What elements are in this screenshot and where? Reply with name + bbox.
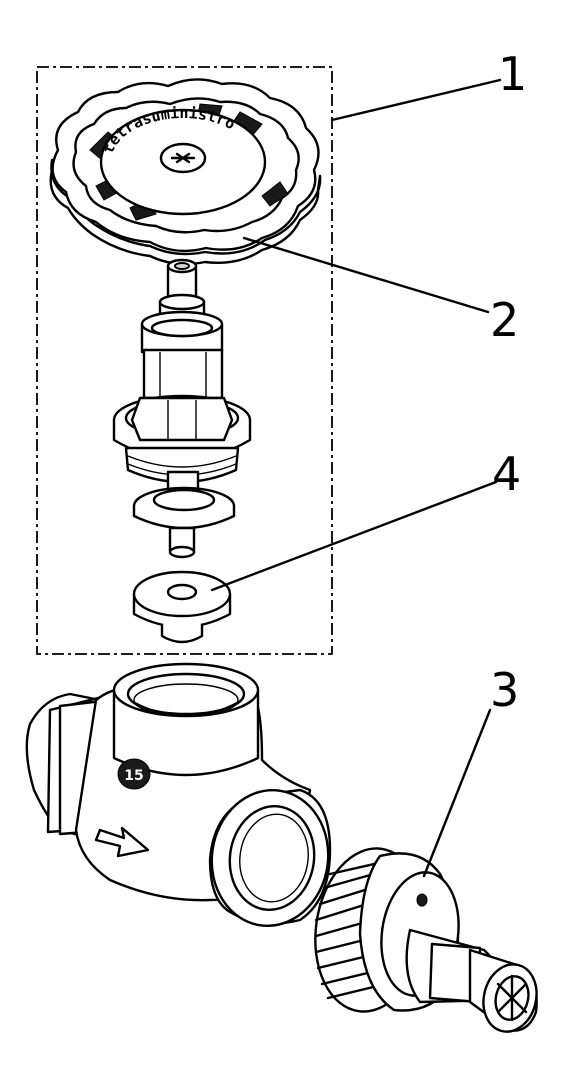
body-marking: 15 [124, 768, 143, 784]
leader-lines [210, 78, 502, 878]
knurl-ridges [314, 858, 396, 1000]
valve-headwork [112, 258, 252, 559]
callout-2: 2 [490, 293, 519, 347]
callout-3: 3 [490, 663, 519, 717]
valve-body: 15 [25, 662, 332, 928]
flow-arrow [94, 826, 150, 858]
callout-4: 4 [492, 447, 521, 501]
assembly-boundary [36, 66, 333, 655]
callout-1: 1 [498, 47, 527, 101]
handwheel: tetrasuministro [49, 78, 322, 266]
seat-washer [132, 570, 232, 644]
hose-connector [314, 847, 538, 1033]
